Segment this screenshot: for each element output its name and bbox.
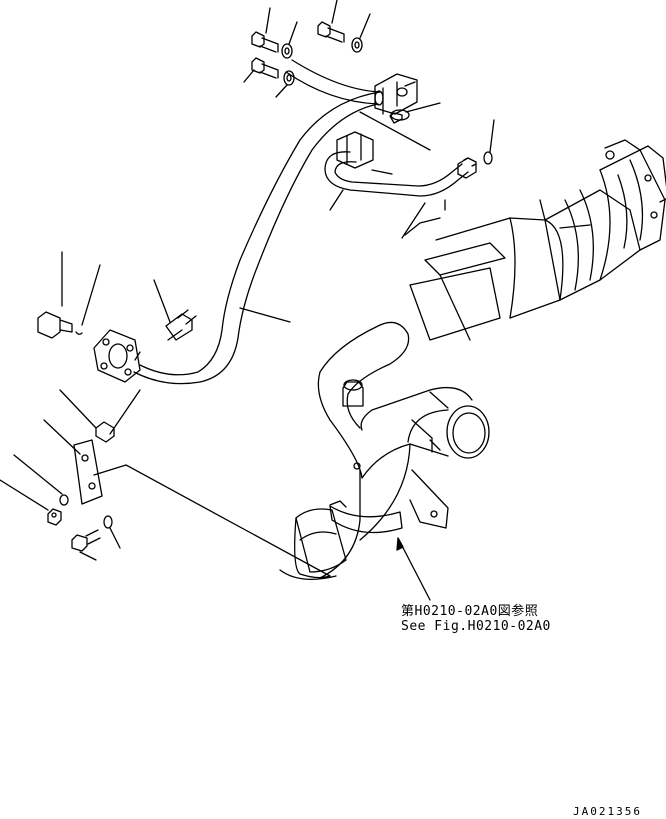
flange-gasket	[75, 264, 101, 335]
leader-lines	[93, 464, 337, 581]
washer-top-right	[351, 13, 371, 53]
pipe-clamp-upper	[374, 73, 441, 124]
nut-left	[0, 479, 62, 526]
main-pipe	[133, 59, 384, 385]
o-ring	[483, 119, 495, 165]
secondary-pipe	[324, 111, 477, 211]
bolt-top-left-lower	[243, 57, 279, 83]
washer-lower-left	[103, 515, 121, 549]
drawing-code: JA021356	[573, 805, 642, 818]
u-bolt-fitting	[153, 279, 197, 341]
pipe-flange	[93, 329, 141, 383]
washer-left	[13, 454, 69, 506]
washer-top-left-lower	[275, 70, 295, 98]
bolt-top-left-upper	[251, 7, 279, 53]
figure-reference-english: See Fig.H0210-02A0	[401, 619, 551, 634]
flange-bolt	[37, 251, 73, 339]
bolt-top-right	[317, 0, 345, 43]
intake-elbow	[294, 321, 490, 579]
bolt-lower-left	[71, 529, 101, 561]
mounting-bracket	[43, 389, 141, 505]
figure-reference-japanese: 第H0210-02A0図参照	[401, 604, 539, 619]
reference-arrow	[396, 537, 431, 601]
starter-motor	[401, 139, 666, 341]
washer-top-left-upper	[281, 21, 298, 59]
